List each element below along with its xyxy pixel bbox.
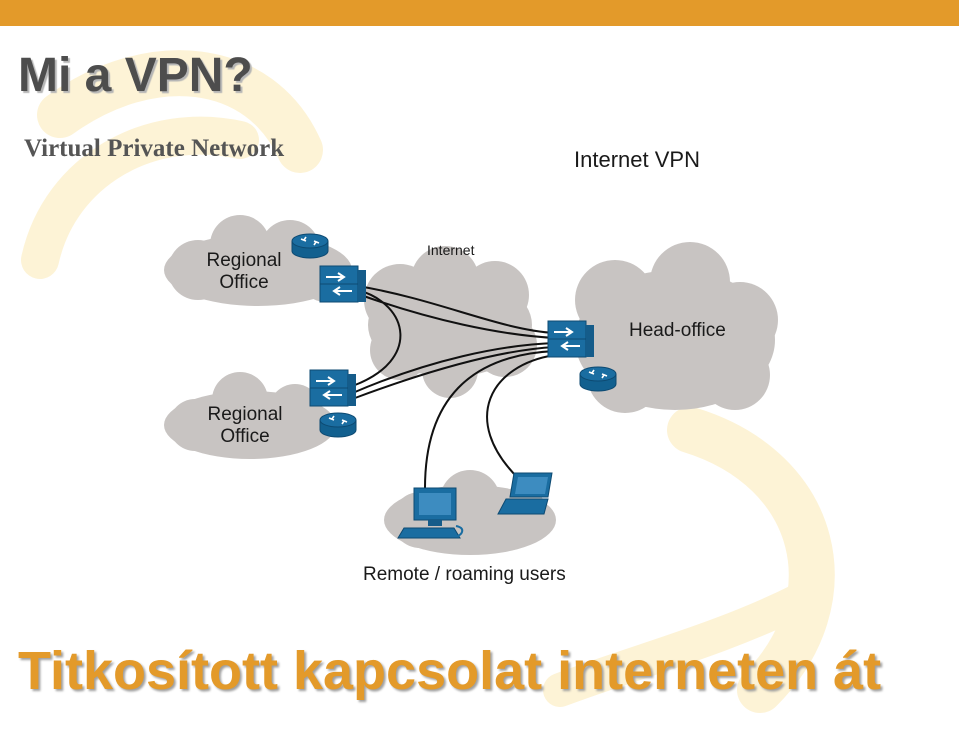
regional-office-top-label-line1: Regional	[207, 250, 282, 271]
firewall-icon-head-office	[547, 320, 595, 358]
slide-subtitle: Virtual Private Network	[24, 135, 285, 162]
router-icon-head-office	[579, 366, 617, 392]
regional-office-top-label-line2: Office	[219, 272, 268, 293]
head-office-label: Head-office	[629, 320, 726, 341]
firewall-icon-regional-bottom	[309, 369, 357, 407]
cloud-regional-office-bottom	[164, 372, 336, 459]
desktop-computer-icon	[397, 487, 464, 539]
regional-office-bottom-label-line2: Office	[220, 426, 269, 447]
router-icon-regional-bottom	[319, 412, 357, 438]
router-icon-regional-top	[291, 233, 329, 259]
top-accent-bar	[0, 0, 959, 26]
remote-users-label: Remote / roaming users	[363, 564, 566, 585]
regional-office-bottom-label-line1: Regional	[208, 404, 283, 425]
cloud-head-office	[575, 242, 778, 413]
vpn-connections	[354, 285, 556, 489]
slide-footer: Titkosított kapcsolat interneten át	[18, 641, 882, 701]
firewall-icon-regional-top	[319, 265, 367, 303]
internet-label: Internet	[427, 242, 475, 258]
slide-title: Mi a VPN?	[18, 49, 253, 102]
laptop-icon	[497, 472, 553, 515]
diagram-title: Internet VPN	[574, 147, 700, 172]
cloud-internet	[364, 246, 537, 398]
